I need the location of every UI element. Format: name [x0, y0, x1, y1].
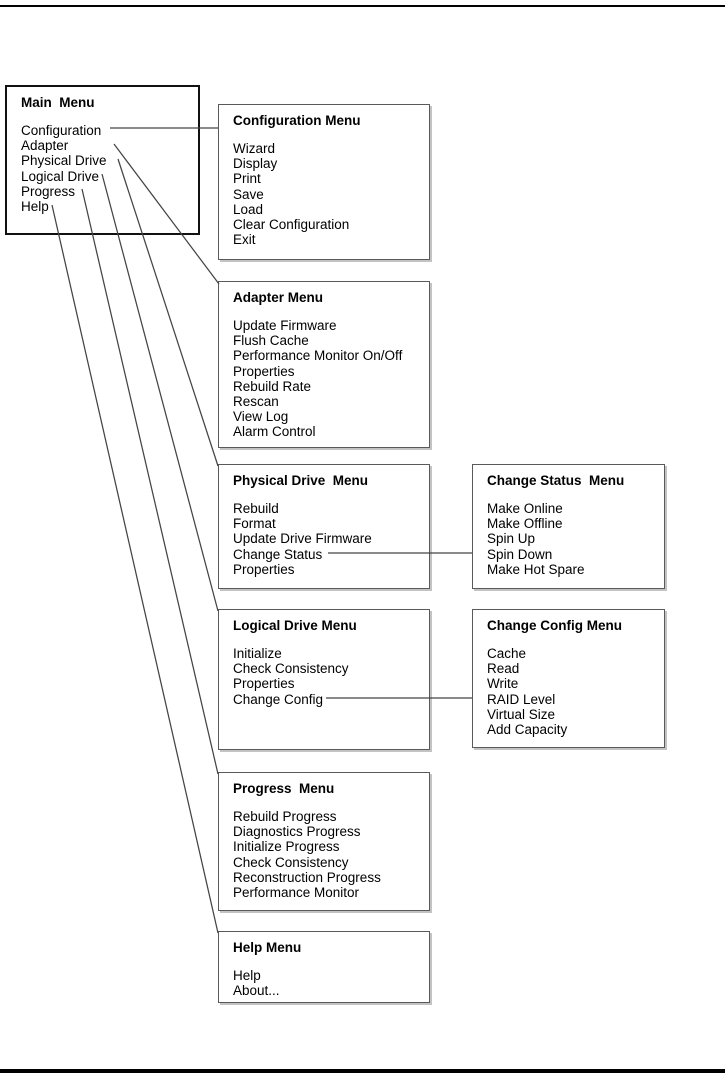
menu-item: Performance Monitor On/Off [233, 348, 403, 364]
connector-logical-drive [101, 173, 219, 612]
menu-item: Properties [233, 561, 295, 577]
menu-item: Progress [21, 183, 76, 199]
menu-item: Change Status [233, 546, 323, 562]
adapter-menu-title: Adapter Menu [233, 290, 324, 305]
menu-item: Virtual Size [487, 706, 556, 722]
menu-item: Adapter [21, 138, 69, 154]
menu-item: Make Online [487, 501, 563, 516]
menu-item: Exit [233, 232, 256, 248]
menu-item: Configuration [21, 123, 102, 138]
menu-item: Make Hot Spare [487, 561, 585, 577]
menu-item: Update Drive Firmware [233, 531, 372, 547]
menu-item: Initialize Progress [233, 839, 340, 855]
progress-menu-title: Progress Menu [233, 781, 335, 796]
menu-item: Save [233, 186, 264, 202]
menu-item: Read [487, 661, 520, 677]
menu-item: Display [233, 156, 278, 172]
connector-help [51, 204, 219, 934]
menu-item: RAID Level [487, 691, 556, 707]
menu-item: Rebuild Rate [233, 378, 312, 394]
menu-item: Clear Configuration [233, 217, 350, 233]
menu-item: Load [233, 201, 264, 217]
menu-item: Help [21, 199, 49, 215]
menu-item: Help [233, 968, 261, 983]
menu-item: Logical Drive [21, 168, 100, 184]
menu-item: Spin Down [487, 546, 553, 562]
menu-item: Initialize [233, 646, 282, 661]
menu-item: About... [233, 983, 280, 999]
menu-item: Make Offline [487, 516, 563, 532]
menu-item: Add Capacity [487, 722, 568, 738]
menu-item: Wizard [233, 141, 276, 156]
menu-item: Reconstruction Progress [233, 869, 381, 885]
configuration-menu-title: Configuration Menu [233, 113, 361, 128]
menu-item: Rebuild [233, 501, 279, 516]
menu-item: Performance Monitor [233, 885, 360, 901]
menu-item: Diagnostics Progress [233, 824, 361, 840]
menu-item: Alarm Control [233, 424, 316, 440]
menu-item: Rescan [233, 394, 279, 410]
menu-item: Flush Cache [233, 333, 309, 349]
menu-item: View Log [233, 409, 289, 425]
change-config-menu-title: Change Config Menu [487, 618, 622, 633]
page-bottom-rule [0, 1069, 725, 1073]
menu-item: Physical Drive [21, 153, 107, 169]
menu-item: Rebuild Progress [233, 809, 337, 824]
menu-item: Change Config [233, 691, 324, 707]
menu-item: Print [233, 171, 261, 187]
menu-item: Update Firmware [233, 318, 337, 333]
help-menu-title: Help Menu [233, 940, 302, 955]
page-top-rule [0, 5, 725, 7]
connector-progress [81, 188, 219, 775]
main-menu-title: Main Menu [21, 95, 95, 110]
menu-item: Properties [233, 363, 295, 379]
change-status-menu-title: Change Status Menu [487, 473, 625, 488]
menu-item: Spin Up [487, 531, 536, 547]
logical-drive-menu-title: Logical Drive Menu [233, 618, 357, 633]
physical-drive-menu-title: Physical Drive Menu [233, 473, 369, 488]
menu-item: Format [233, 516, 276, 532]
menu-item: Check Consistency [233, 661, 349, 677]
menu-item: Write [487, 676, 519, 692]
menu-item: Cache [487, 646, 527, 661]
menu-item: Properties [233, 676, 295, 692]
menu-item: Check Consistency [233, 854, 349, 870]
